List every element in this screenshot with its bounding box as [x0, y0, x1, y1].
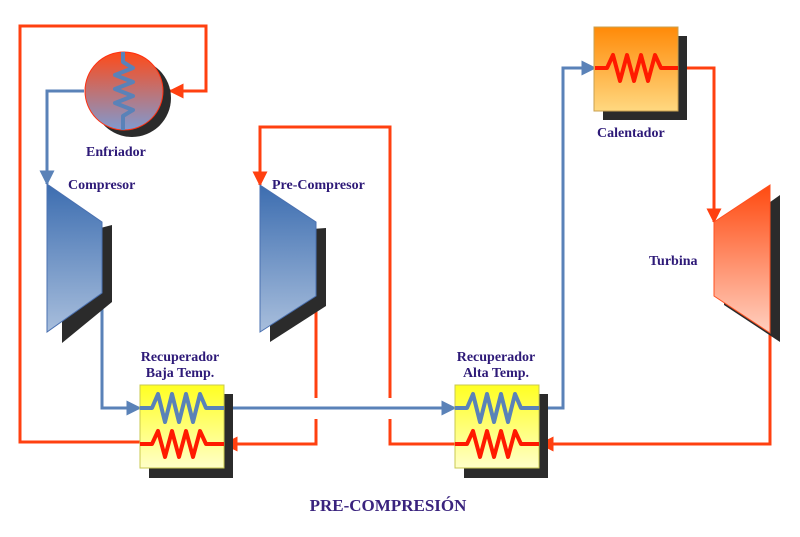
diagram-title: PRE-COMPRESIÓN: [310, 496, 468, 515]
flow-line-heater-to-turbine: [676, 66, 722, 224]
flow-line-split-to-lt-recuperator: [222, 419, 318, 452]
turbine-icon: [713, 184, 771, 334]
lt-recuperator[interactable]: Recuperador Baja Temp.: [139, 350, 233, 478]
ht-recuperator-hot-coil-icon: [455, 429, 539, 459]
ht-recuperator-label-line2: Alta Temp.: [463, 366, 529, 381]
flow-line-cooler-to-compressor: [39, 89, 84, 186]
ht-recuperator-box: [454, 384, 540, 469]
flow-line-ht-to-heater: [538, 60, 597, 410]
lt-recuperator-label-line1: Recuperador: [141, 350, 220, 365]
flow-line-split-to-precompressor: [252, 125, 392, 398]
turbine[interactable]: Turbina: [649, 184, 780, 342]
pre-compressor[interactable]: Pre-Compresor: [259, 178, 365, 342]
cooler-label: Enfriador: [86, 145, 146, 160]
compressor[interactable]: Compresor: [46, 178, 135, 343]
flow-line-compressor-to-lt-recuperator: [100, 295, 142, 416]
flow-line-turbine-to-ht-recuperator: [538, 330, 772, 452]
ht-recuperator-cold-coil-icon: [455, 392, 539, 424]
compressor-icon: [46, 183, 103, 333]
pre-compressor-label: Pre-Compresor: [272, 178, 365, 193]
lt-recuperator-hot-coil-icon: [140, 429, 224, 459]
heater-coil-icon: [595, 53, 678, 83]
lt-recuperator-box: [139, 384, 225, 469]
cooler[interactable]: Enfriador: [84, 51, 171, 160]
pre-compressor-icon: [259, 184, 317, 333]
turbine-label: Turbina: [649, 254, 698, 269]
ht-recuperator-label-line1: Recuperador: [457, 350, 536, 365]
compressor-label: Compresor: [68, 178, 135, 193]
lt-recuperator-label-line2: Baja Temp.: [146, 366, 214, 381]
flow-line-hot-to-cooler: [18, 24, 208, 444]
lt-recuperator-cold-coil-icon: [140, 392, 224, 424]
heater[interactable]: Calentador: [593, 26, 687, 141]
ht-recuperator[interactable]: Recuperador Alta Temp.: [454, 350, 548, 478]
cooler-coil-icon: [113, 52, 135, 130]
flow-line-ht-to-split: [388, 419, 458, 446]
heater-label: Calentador: [597, 126, 665, 141]
